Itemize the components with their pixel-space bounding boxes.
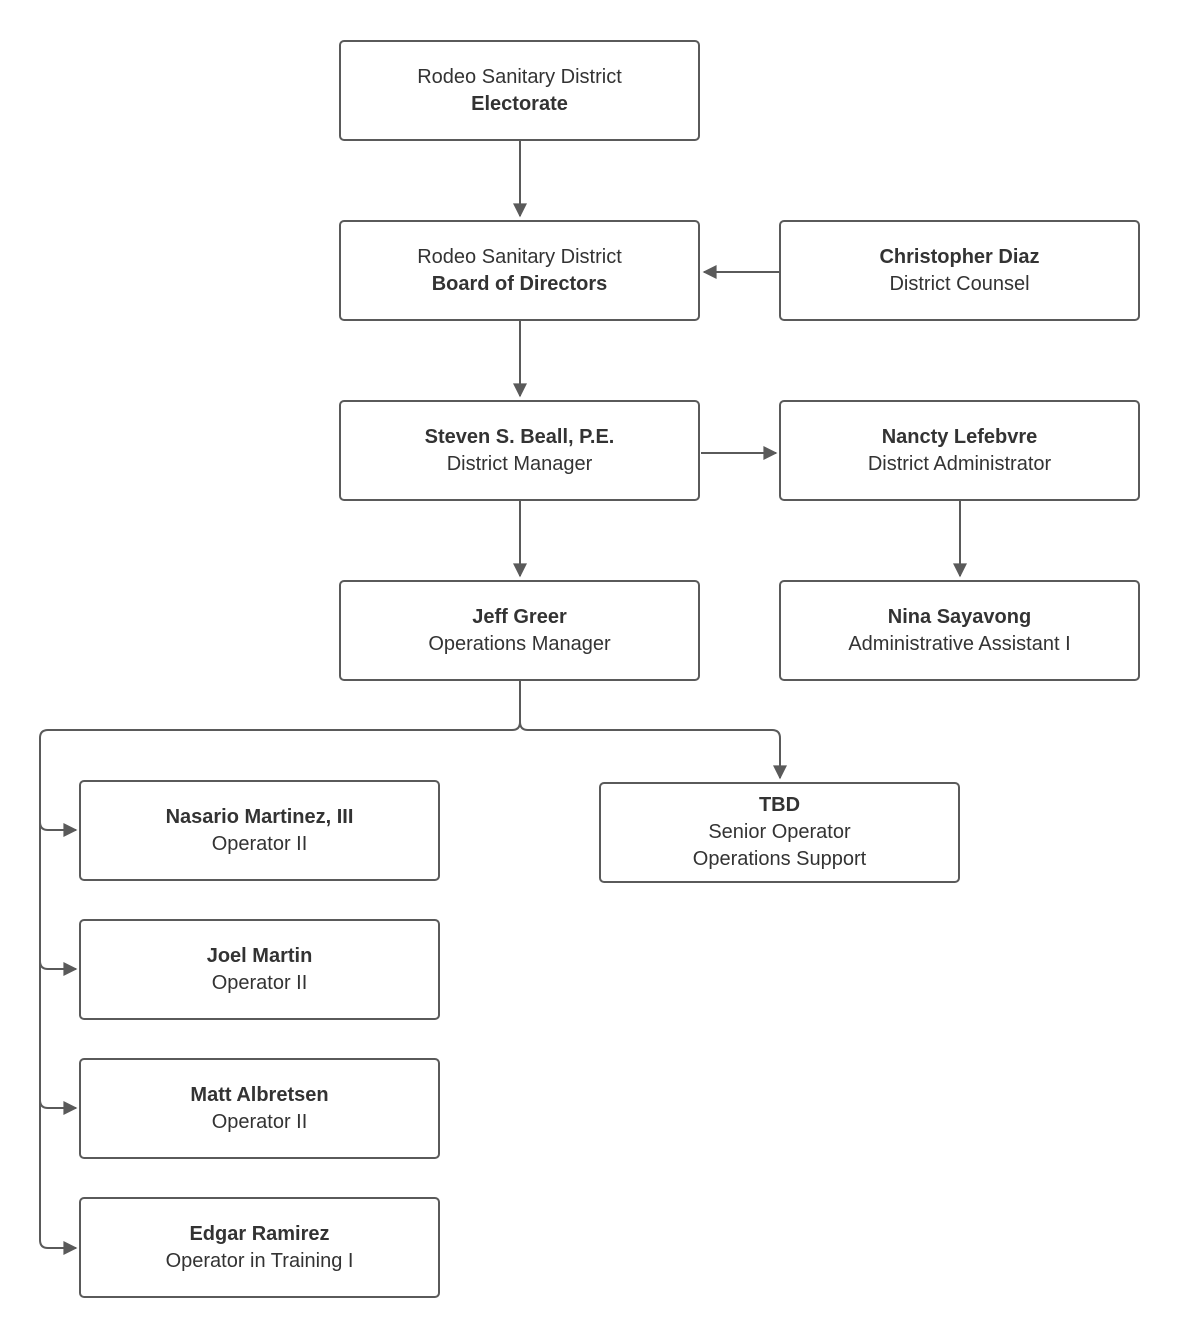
node-admin-assistant-title: Administrative Assistant I xyxy=(848,632,1071,655)
node-operator-2: Joel Martin Operator II xyxy=(79,919,440,1020)
node-operator-4-title: Operator in Training I xyxy=(165,1249,354,1272)
node-operator-1-title: Operator II xyxy=(211,832,308,855)
node-tbd-subtitle: Operations Support xyxy=(692,848,867,870)
node-counsel-title: District Counsel xyxy=(889,272,1030,295)
node-senior-operator-tbd: TBD Senior Operator Operations Support xyxy=(599,782,960,883)
node-admin-assistant-name: Nina Sayavong xyxy=(887,605,1032,628)
node-electorate: Rodeo Sanitary District Electorate xyxy=(339,40,700,141)
connector-to-operator-2 xyxy=(39,960,78,976)
node-operations-manager: Jeff Greer Operations Manager xyxy=(339,580,700,681)
node-operator-2-title: Operator II xyxy=(211,971,308,994)
node-electorate-line1: Rodeo Sanitary District xyxy=(417,65,622,88)
node-administrator-name: Nancty Lefebvre xyxy=(881,425,1038,448)
node-operator-3-name: Matt Albretsen xyxy=(190,1083,329,1106)
node-board-line2: Board of Directors xyxy=(431,272,608,295)
node-operator-4-name: Edgar Ramirez xyxy=(189,1222,330,1245)
node-counsel-name: Christopher Diaz xyxy=(879,245,1040,268)
node-manager-title: District Manager xyxy=(446,452,593,475)
node-board-line1: Rodeo Sanitary District xyxy=(417,245,622,268)
node-operator-4: Edgar Ramirez Operator in Training I xyxy=(79,1197,440,1298)
node-electorate-line2: Electorate xyxy=(471,92,568,115)
node-administrative-assistant: Nina Sayavong Administrative Assistant I xyxy=(779,580,1140,681)
node-operator-3-title: Operator II xyxy=(211,1110,308,1133)
node-operator-2-name: Joel Martin xyxy=(206,944,313,967)
node-ops-manager-title: Operations Manager xyxy=(428,632,611,655)
node-district-manager: Steven S. Beall, P.E. District Manager xyxy=(339,400,700,501)
node-manager-name: Steven S. Beall, P.E. xyxy=(424,425,615,448)
node-district-administrator: Nancty Lefebvre District Administrator xyxy=(779,400,1140,501)
node-operator-3: Matt Albretsen Operator II xyxy=(79,1058,440,1159)
node-district-counsel: Christopher Diaz District Counsel xyxy=(779,220,1140,321)
node-board-of-directors: Rodeo Sanitary District Board of Directo… xyxy=(339,220,700,321)
connector-ops-manager-to-operators xyxy=(39,721,521,1255)
node-ops-manager-name: Jeff Greer xyxy=(472,605,567,628)
connector-to-operator-3 xyxy=(39,1099,78,1115)
node-administrator-title: District Administrator xyxy=(867,452,1052,475)
connector-ops-manager-to-tbd xyxy=(519,681,787,780)
node-operator-1-name: Nasario Martinez, III xyxy=(165,805,354,828)
connector-to-operator-1 xyxy=(39,821,78,837)
node-tbd-title: Senior Operator xyxy=(708,821,851,843)
node-tbd-name: TBD xyxy=(758,794,801,816)
node-operator-1: Nasario Martinez, III Operator II xyxy=(79,780,440,881)
